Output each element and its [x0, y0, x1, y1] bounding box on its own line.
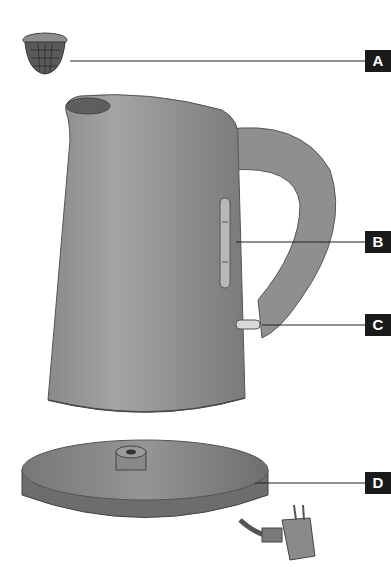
leader-line: [70, 60, 365, 61]
callout-letter: D: [365, 472, 391, 494]
callout-letter: C: [365, 314, 391, 336]
kettle-body: [48, 95, 245, 412]
leader-line: [255, 482, 365, 483]
spout-opening: [66, 98, 110, 114]
base: [22, 440, 268, 500]
leader-line: [262, 324, 365, 325]
filter: [23, 33, 67, 74]
leader-line: [236, 241, 365, 242]
callout-letter: B: [365, 231, 391, 253]
callout-letter: A: [365, 50, 391, 72]
connector: [116, 446, 146, 458]
water-gauge: [220, 198, 230, 288]
switch: [236, 320, 260, 329]
plug: [282, 518, 315, 560]
